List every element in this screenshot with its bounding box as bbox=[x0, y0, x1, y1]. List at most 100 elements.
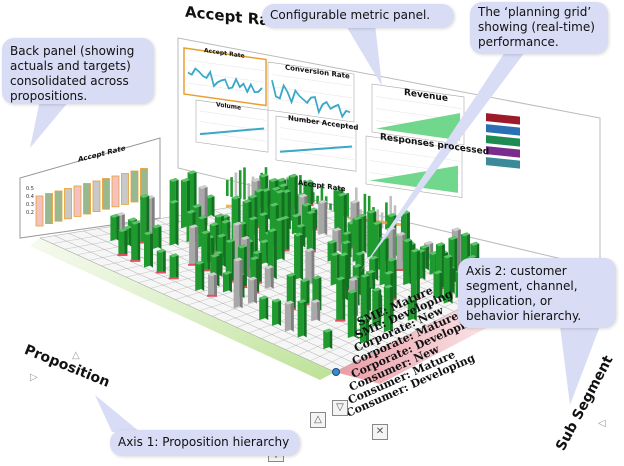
grid-bar-front bbox=[305, 248, 312, 286]
back-panel-bars bbox=[35, 168, 148, 227]
grid-bar-side bbox=[345, 252, 349, 301]
grid-bar-top bbox=[187, 170, 197, 175]
grid-bar-top bbox=[208, 272, 218, 277]
nav-up-icon[interactable]: △ bbox=[310, 412, 326, 428]
grid-bar-side bbox=[336, 252, 340, 286]
grid-bar-top bbox=[461, 232, 471, 237]
grid-bar bbox=[155, 248, 166, 274]
grid-origin-handle[interactable] bbox=[332, 368, 340, 376]
grid-bar bbox=[188, 224, 199, 266]
nav-down-icon[interactable]: ▽ bbox=[332, 400, 348, 416]
grid-line bbox=[187, 241, 401, 306]
grid-bar-side bbox=[416, 248, 420, 300]
grid-bar-top bbox=[305, 248, 315, 253]
grid-bar-alert bbox=[200, 269, 211, 272]
grid-bar-top bbox=[306, 210, 316, 215]
grid-bar-top bbox=[259, 173, 269, 178]
grid-bar bbox=[139, 194, 150, 244]
grid-bar-top bbox=[131, 220, 141, 225]
grid-bar-top bbox=[278, 183, 288, 188]
grid-bar-front bbox=[360, 273, 367, 322]
grid-bar-top bbox=[247, 276, 257, 281]
grid-bar-side bbox=[204, 185, 208, 226]
grid-bar-side bbox=[310, 179, 314, 207]
grid-bar-top bbox=[286, 272, 296, 277]
grid-bar-side bbox=[392, 226, 396, 267]
back-panel-bar bbox=[64, 188, 72, 220]
grid-bar-front bbox=[144, 231, 151, 268]
grid-bar-front bbox=[359, 316, 366, 344]
back-panel-bar bbox=[35, 195, 44, 227]
lower-chart-bar bbox=[376, 209, 380, 228]
grid-bar-front bbox=[169, 253, 176, 280]
grid-bar-front bbox=[311, 299, 318, 322]
grid-bar-front bbox=[222, 270, 229, 293]
grid-bar-top bbox=[337, 192, 347, 197]
grid-bar-front bbox=[429, 251, 436, 275]
tile-gridline bbox=[280, 127, 354, 139]
grid-bar-front bbox=[195, 260, 202, 291]
grid-bar-side bbox=[281, 217, 285, 261]
close-icon[interactable]: ✕ bbox=[372, 424, 388, 440]
grid-bar-top bbox=[357, 213, 367, 218]
grid-bar-side bbox=[300, 232, 304, 281]
grid-bar-side bbox=[273, 228, 277, 280]
tile-gridline bbox=[370, 148, 460, 162]
grid-bar-alert bbox=[207, 294, 218, 297]
grid-bar-top bbox=[210, 253, 220, 258]
grid-bar-top bbox=[232, 221, 242, 226]
grid-bar-front bbox=[189, 224, 196, 266]
grid-bar-front bbox=[383, 284, 390, 333]
grid-bar-top bbox=[233, 257, 243, 262]
grid-bar-top bbox=[347, 289, 357, 294]
grid-bar-side bbox=[278, 298, 282, 326]
grid-bar bbox=[403, 238, 413, 286]
grid-bar-side bbox=[449, 254, 453, 304]
grid-bar-front bbox=[396, 232, 403, 271]
grid-bar-top bbox=[269, 178, 279, 183]
grid-bar-top bbox=[291, 213, 301, 218]
callout-metric-panel: Configurable metric panel. bbox=[262, 4, 454, 28]
grid-bar-top bbox=[288, 173, 298, 178]
grid-bar-top bbox=[296, 192, 306, 197]
triangle-marker-icon[interactable]: ◁ bbox=[598, 418, 606, 429]
grid-bar-front bbox=[259, 295, 266, 321]
grid-bar-front bbox=[275, 217, 282, 261]
triangle-marker-icon[interactable]: ▷ bbox=[30, 372, 38, 383]
back-panel-bar bbox=[121, 173, 129, 205]
grid-bar-top bbox=[341, 240, 351, 245]
grid-line bbox=[310, 280, 484, 361]
callout-pointer-back bbox=[30, 100, 70, 148]
grid-bar-front bbox=[318, 199, 325, 235]
lower-chart-bar bbox=[367, 195, 371, 226]
grid-bar bbox=[272, 298, 282, 326]
grid-bar-top bbox=[205, 194, 215, 199]
grid-bar-front bbox=[140, 194, 147, 244]
lower-chart-bar bbox=[380, 212, 384, 229]
grid-bar-top bbox=[186, 209, 196, 214]
grid-bar-top bbox=[467, 254, 477, 259]
grid-bar-top bbox=[231, 195, 241, 200]
grid-bar bbox=[233, 257, 243, 309]
grid-bar-top bbox=[169, 177, 179, 182]
lower-chart-bar bbox=[299, 175, 302, 212]
grid-bar-side bbox=[223, 233, 227, 268]
grid-bar-side bbox=[366, 273, 370, 322]
grid-bar-top bbox=[261, 187, 271, 192]
grid-bar-top bbox=[189, 224, 199, 229]
grid-bar-top bbox=[259, 295, 269, 300]
grid-bar-side bbox=[207, 230, 211, 272]
grid-bar-top bbox=[448, 236, 458, 241]
grid-bar-front bbox=[336, 276, 343, 322]
grid-bar-top bbox=[349, 277, 359, 282]
grid-bar-alert bbox=[188, 263, 199, 266]
grid-bar-front bbox=[410, 248, 417, 300]
grid-bar-side bbox=[292, 272, 296, 311]
callout-back-panel: Back panel (showing actuals and targets)… bbox=[2, 38, 154, 104]
grid-bar-top bbox=[384, 270, 394, 275]
grid-bar-front bbox=[407, 297, 414, 321]
grid-bar-top bbox=[410, 248, 420, 253]
triangle-marker-icon[interactable]: △ bbox=[72, 350, 80, 361]
grid-bar-front bbox=[259, 212, 266, 242]
tile-line-series bbox=[271, 80, 351, 119]
